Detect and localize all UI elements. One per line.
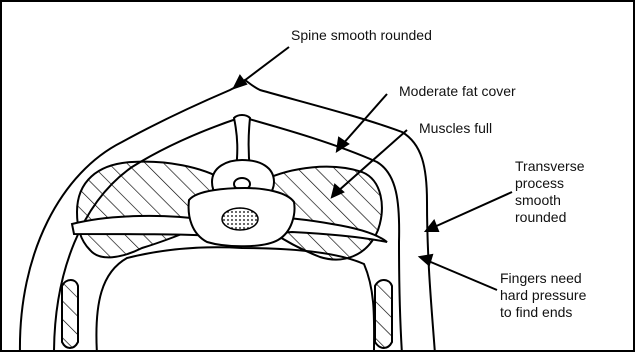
fingers-arrowhead: [420, 255, 432, 265]
vertebral-core: [222, 208, 258, 230]
abdominal-cavity: [96, 247, 374, 352]
spine-arrow: [240, 47, 289, 84]
right-rib: [375, 280, 392, 348]
label-muscles: Muscles full: [419, 120, 492, 137]
label-transverse-process: Transverse process smooth rounded: [515, 158, 585, 226]
label-spine: Spine smooth rounded: [291, 27, 432, 44]
spine-arrowhead: [234, 76, 246, 88]
label-fingers-pressure: Fingers need hard pressure to find ends: [500, 270, 586, 321]
label-fat-cover: Moderate fat cover: [399, 83, 516, 100]
transverse-arrow: [432, 192, 512, 228]
fat-arrow: [342, 94, 387, 145]
fingers-arrow: [426, 260, 497, 290]
left-rib: [62, 280, 78, 348]
